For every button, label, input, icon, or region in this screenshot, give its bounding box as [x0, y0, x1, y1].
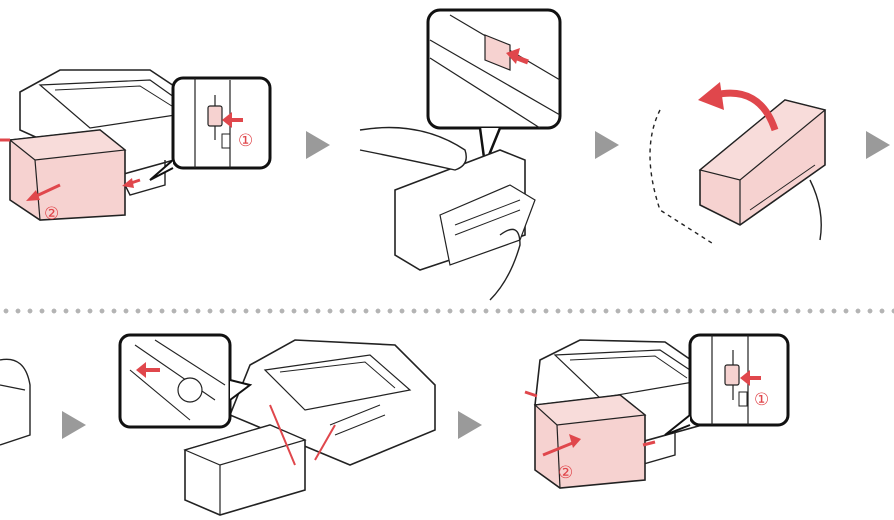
step6-lock-rear-unit: ① ② [515, 330, 795, 500]
step-arrow-icon [62, 405, 92, 445]
step6-illustration [515, 330, 795, 500]
row-divider [0, 308, 894, 314]
step1-illustration [0, 0, 280, 240]
step4-partial-unit [0, 345, 45, 455]
step-arrow-icon [306, 125, 336, 165]
step6-label-push: ② [558, 465, 573, 482]
step3-turn-unit [640, 60, 840, 250]
step-arrow-icon [595, 125, 625, 165]
step1-label-pull: ② [44, 206, 59, 223]
step-arrow-icon [866, 125, 894, 165]
step4-illustration [0, 345, 45, 455]
step-arrow-icon [458, 405, 488, 445]
step1-remove-rear-unit: ① ② [0, 0, 280, 240]
step5-illustration [120, 330, 440, 515]
step3-illustration [640, 60, 840, 250]
step6-label-release: ① [754, 392, 769, 409]
step2-illustration [360, 0, 575, 300]
step1-label-release: ① [238, 133, 253, 150]
step5-reattach-unit [120, 330, 440, 515]
step2-open-rear-cover [360, 0, 575, 300]
